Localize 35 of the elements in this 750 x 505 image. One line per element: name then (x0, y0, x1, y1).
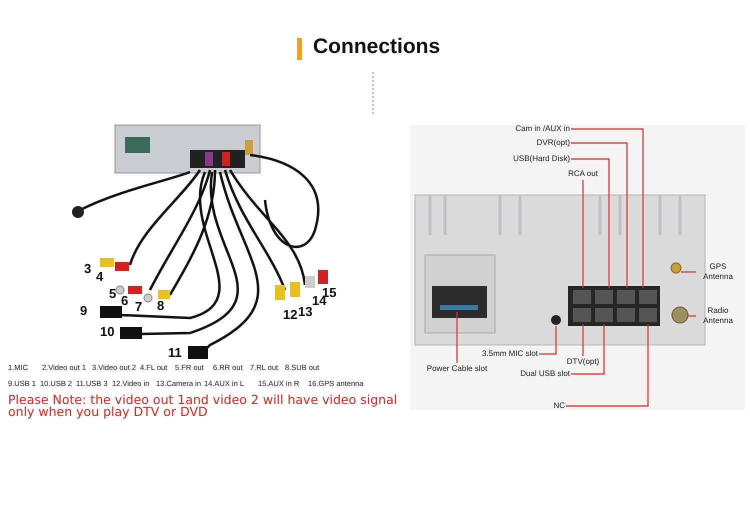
leader-line (582, 324, 584, 356)
callout-number: 13 (298, 305, 312, 319)
callout-number: 11 (168, 346, 182, 360)
leader-line (571, 142, 628, 288)
part-label: 3.5mm MIC slot (482, 349, 538, 359)
note-text: Please Note: the video out 1and video 2 will have video signal only when you play DTV or DVD (8, 394, 398, 418)
callout-number: 5 (109, 287, 116, 301)
leader-line (582, 180, 584, 288)
callout-number: 8 (157, 299, 164, 313)
part-label: DTV(opt) (566, 357, 600, 367)
leader-line (571, 158, 610, 288)
part-label: Power Cable slot (426, 364, 488, 374)
leader-line (539, 326, 557, 355)
part-label: Radio Antenna (697, 306, 739, 326)
part-label: Cam in /AUX in (515, 124, 570, 134)
leader-line (456, 312, 458, 363)
part-label: USB(Hard Disk) (513, 154, 570, 164)
leader-line (571, 128, 644, 288)
leader-line (566, 324, 649, 407)
part-label: GPS Antenna (697, 262, 739, 282)
callout-number: 12 (283, 308, 298, 322)
callout-number: 10 (100, 325, 114, 339)
part-label: RCA out (568, 169, 598, 179)
leader-line (688, 315, 696, 317)
title: Connections (313, 35, 440, 59)
callout-number: 4 (96, 270, 104, 284)
leader-line (571, 324, 605, 375)
callout-number: 6 (121, 294, 128, 308)
leader-line (681, 271, 696, 273)
part-label: NC (553, 401, 565, 411)
callout-number: 3 (84, 262, 92, 276)
part-label: DVR(opt) (536, 138, 570, 148)
part-label: Dual USB slot (520, 369, 570, 379)
callout-number: 7 (135, 300, 142, 314)
callout-number: 9 (80, 304, 88, 318)
